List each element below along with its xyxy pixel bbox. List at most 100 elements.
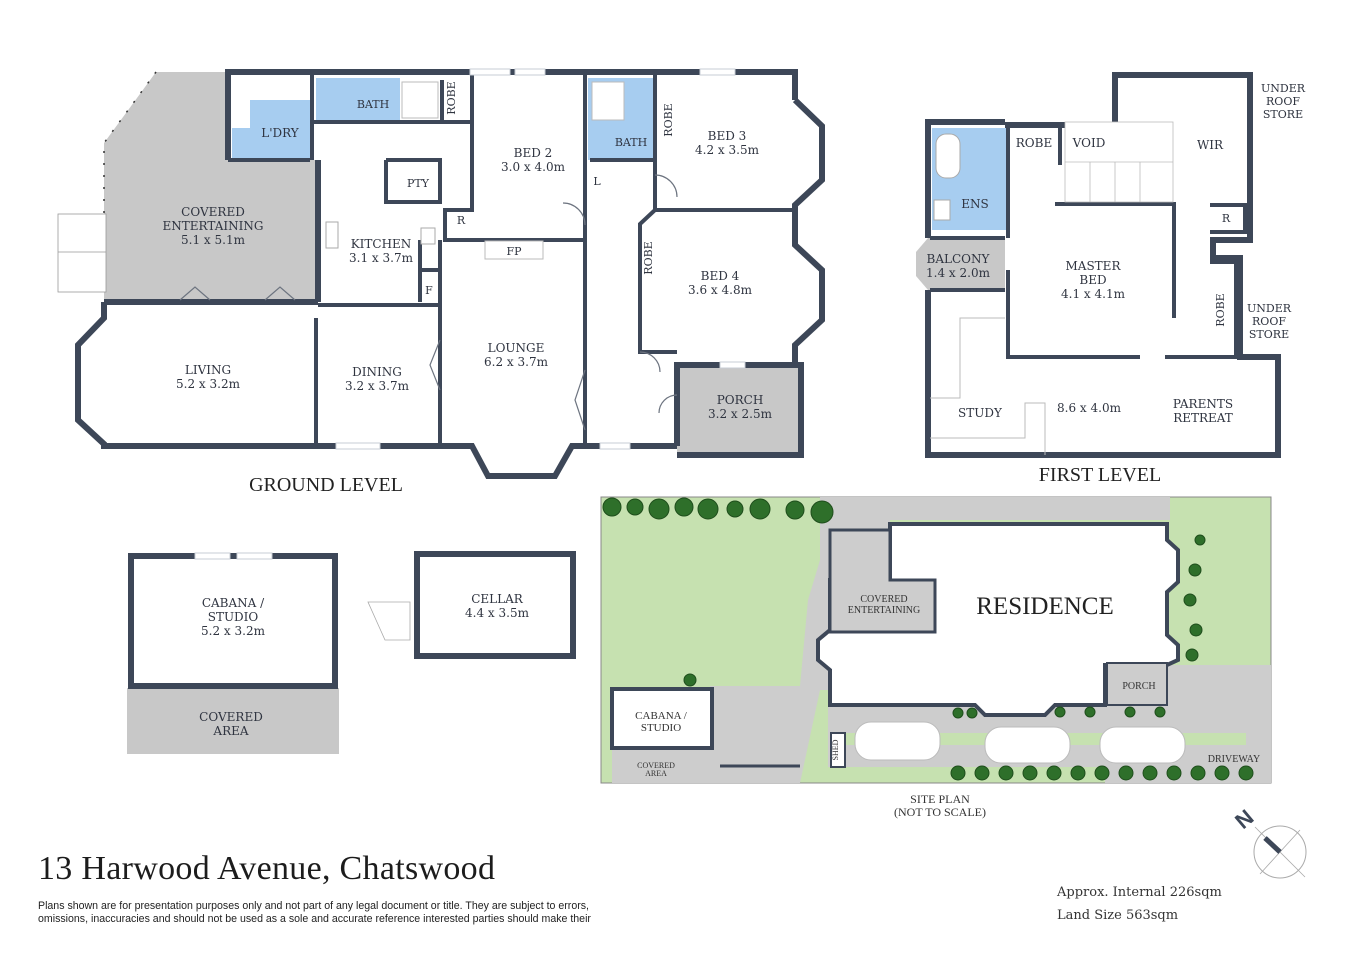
disclaimer: Plans shown are for presentation purpose… — [38, 900, 638, 926]
under-roof-store-label: UNDER — [1247, 302, 1292, 315]
site-covered-area-label: COVERED — [637, 761, 675, 770]
north-label: N — [1230, 804, 1258, 833]
fireplace-label: FP — [506, 245, 522, 258]
kitchen-label: KITCHEN — [351, 237, 412, 251]
retreat-size: 8.6 x 4.0m — [1057, 401, 1122, 415]
car-icon — [1099, 726, 1186, 764]
site-shed-label: SHED — [831, 739, 840, 760]
site-shed — [830, 732, 846, 768]
under-roof-store-label: ROOF — [1252, 315, 1286, 328]
master-bed-size: 4.1 x 4.1m — [1061, 287, 1126, 301]
north-compass-icon: N — [1230, 804, 1307, 879]
covered-area-label: COVERED — [199, 710, 263, 724]
disclaimer-line: omissions, inaccuracies and should not b… — [38, 913, 591, 925]
cabana-label: STUDIO — [208, 610, 259, 624]
cellar-label: CELLAR — [471, 592, 524, 606]
door-arc — [562, 202, 586, 226]
under-roof-store-label: STORE — [1249, 328, 1289, 341]
porch-label: PORCH — [717, 393, 764, 407]
fridge-label: F — [425, 284, 433, 297]
site-plan: RESIDENCE COVERED ENTERTAINING CABANA / … — [600, 496, 1272, 819]
site-covered-entertaining-label: COVERED — [860, 594, 907, 605]
balcony-label: BALCONY — [927, 252, 991, 266]
basin-icon — [933, 199, 951, 221]
shower-icon — [401, 81, 439, 119]
robe-label: ROBE — [642, 241, 655, 274]
sink-icon — [325, 221, 339, 249]
door-arc — [639, 351, 661, 373]
under-roof-store-label: STORE — [1263, 108, 1303, 121]
tree-row — [602, 497, 1254, 781]
area-stats: Approx. Internal 226sqm Land Size 563sqm — [1057, 881, 1222, 927]
robe-label: ROBE — [445, 81, 458, 114]
site-cabana — [610, 687, 714, 750]
porch-size: 3.2 x 2.5m — [708, 407, 773, 421]
internal-area: Approx. Internal 226sqm — [1057, 885, 1222, 900]
car-icon — [854, 721, 941, 761]
parents-retreat-label: PARENTS — [1173, 397, 1233, 411]
robe-label: ROBE — [1016, 136, 1052, 150]
shower-icon — [591, 81, 625, 121]
parents-retreat-label: RETREAT — [1173, 411, 1233, 425]
bifold-door — [574, 369, 586, 431]
covered-area-label: AREA — [212, 724, 248, 738]
cabana-size: 5.2 x 3.2m — [201, 624, 266, 638]
bath-label: BATH — [357, 98, 389, 111]
site-driveway-label: DRIVEWAY — [1208, 754, 1260, 765]
bifold-door — [179, 286, 211, 301]
bed2-size: 3.0 x 4.0m — [501, 160, 566, 174]
balcony-area — [916, 238, 1005, 290]
cabana-label: CABANA / — [202, 596, 265, 610]
site-covered-entertaining — [828, 528, 937, 634]
bed4-size: 3.6 x 4.8m — [688, 283, 753, 297]
lounge-label: LOUNGE — [488, 341, 545, 355]
master-bed-label: BED — [1079, 273, 1106, 287]
kitchen-size: 3.1 x 3.7m — [349, 251, 414, 265]
site-cabana-label: STUDIO — [641, 722, 681, 734]
land-size: Land Size 563sqm — [1057, 908, 1179, 923]
under-roof-store-label: UNDER — [1261, 82, 1306, 95]
robe-label: ROBE — [662, 103, 675, 136]
wir-label: WIR — [1197, 138, 1224, 152]
bed3-size: 4.2 x 3.5m — [695, 143, 760, 157]
site-cabana-label: CABANA / — [635, 710, 688, 722]
site-residence-label: RESIDENCE — [976, 593, 1114, 620]
covered-entertaining-area — [104, 72, 318, 302]
linen-label: L — [593, 175, 601, 188]
laundry-label: L'DRY — [261, 126, 300, 140]
bath2-label: BATH — [615, 136, 647, 149]
study-label: STUDY — [958, 406, 1003, 420]
pantry-label: PTY — [407, 177, 430, 190]
bifold-door — [429, 339, 441, 391]
ground-level-title: GROUND LEVEL — [249, 474, 403, 496]
lounge-size: 6.2 x 3.7m — [484, 355, 549, 369]
covered-entertaining-label: ENTERTAINING — [163, 219, 264, 233]
r-label: R — [1222, 212, 1231, 225]
master-bed-label: MASTER — [1066, 259, 1122, 273]
bed3-label: BED 3 — [708, 129, 747, 143]
r-label: R — [457, 214, 466, 227]
under-roof-store-label: ROOF — [1266, 95, 1300, 108]
car-icon — [984, 726, 1071, 764]
cooktop-icon — [420, 227, 436, 245]
ensuite-label: ENS — [961, 197, 988, 211]
robe-label: ROBE — [1214, 293, 1227, 326]
void-label: VOID — [1072, 136, 1106, 150]
site-covered-area-label: AREA — [645, 769, 667, 778]
bathtub-icon — [935, 133, 961, 179]
covered-area — [127, 688, 339, 754]
door-arc — [654, 174, 678, 198]
living-label: LIVING — [185, 363, 231, 377]
laundry-floor — [232, 100, 310, 160]
fireplace — [484, 240, 544, 260]
bed2-label: BED 2 — [514, 146, 553, 160]
site-porch-label: PORCH — [1122, 681, 1155, 692]
entertaining-steps — [57, 213, 107, 293]
site-plan-subtitle: (NOT TO SCALE) — [894, 805, 986, 819]
residence-footprint — [816, 522, 1180, 717]
outbuildings-plan: CABANA / STUDIO 5.2 x 3.2m COVERED AREA … — [127, 551, 576, 754]
living-size: 5.2 x 3.2m — [176, 377, 241, 391]
bed4-label: BED 4 — [701, 269, 740, 283]
covered-entertaining-label: COVERED — [181, 205, 245, 219]
